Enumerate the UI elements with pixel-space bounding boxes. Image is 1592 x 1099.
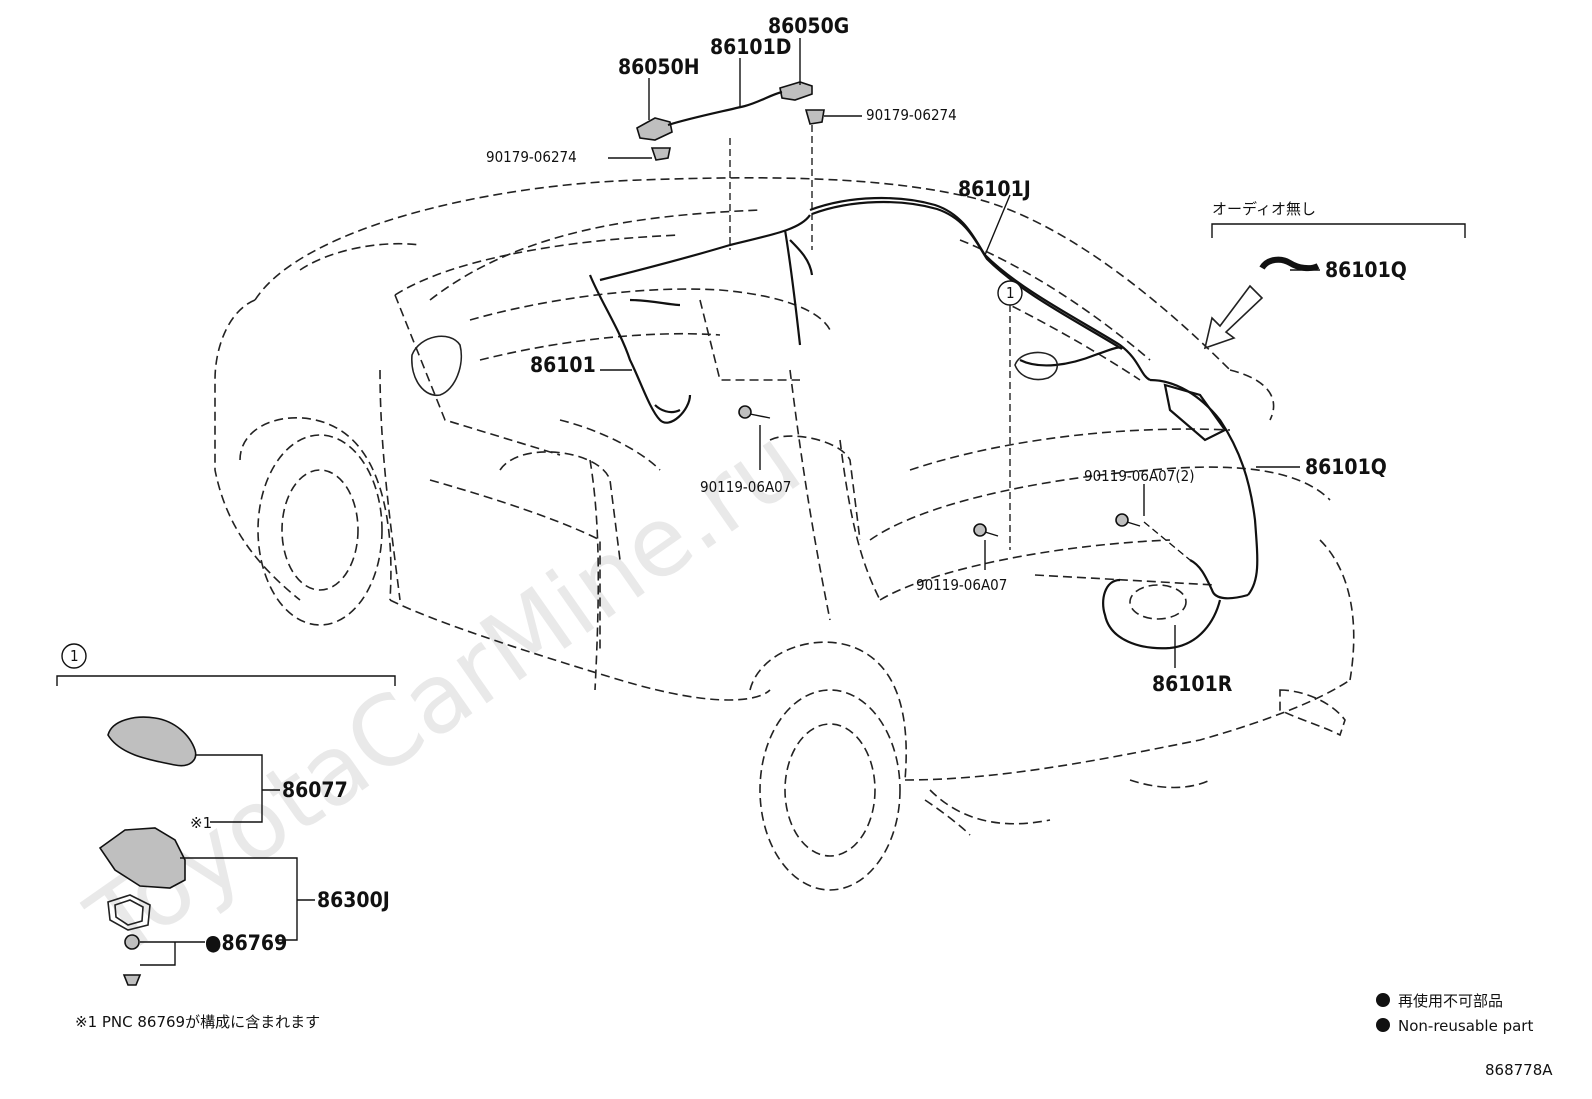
label-no-audio: オーディオ無し: [1212, 200, 1316, 218]
bracket-86050G: [779, 81, 813, 101]
non-reusable-dot-icon: [206, 936, 220, 950]
svg-text:1: 1: [70, 647, 79, 665]
legend: 再使用不可部品 Non-reusable part: [1376, 992, 1533, 1035]
bolt-90119-rear: [973, 523, 999, 537]
label-86769: ●86769: [205, 931, 287, 955]
bracket-86050H: [636, 117, 673, 141]
label-86101D: 86101D: [710, 35, 791, 59]
screw-icon: [122, 974, 142, 986]
antenna-body-86300J: [98, 827, 186, 889]
label-86101Q-right: 86101Q: [1305, 455, 1387, 479]
clip-90179-left: [650, 147, 671, 161]
label-90179-right: 90179-06274: [866, 106, 957, 124]
diagram-code: 868778A: [1485, 1061, 1553, 1079]
inset-antenna-assembly: [98, 716, 315, 986]
label-90179-left: 90179-06274: [486, 148, 577, 166]
legend-jp: 再使用不可部品: [1398, 992, 1503, 1010]
label-86050G: 86050G: [768, 14, 849, 38]
cable-86101D: [667, 90, 783, 127]
label-86101J: 86101J: [958, 177, 1031, 201]
callout-1: 1: [997, 280, 1023, 306]
label-90119-rear: 90119-06A07: [916, 576, 1007, 594]
legend-en: Non-reusable part: [1398, 1017, 1533, 1035]
arrow-icon: [1203, 284, 1264, 350]
callout-inset: 1: [61, 643, 87, 669]
label-86300J: 86300J: [317, 888, 390, 912]
gasket-icon: [107, 894, 151, 931]
label-90119-2: 90119-06A07(2): [1084, 467, 1194, 485]
label-86101: 86101: [530, 353, 596, 377]
footnote: ※1 PNC 86769が構成に含まれます: [75, 1013, 320, 1031]
clip-90179-right: [804, 109, 825, 125]
svg-text:1: 1: [1006, 284, 1015, 302]
nut-86769-icon: [124, 934, 140, 950]
label-86101Q-top: 86101Q: [1325, 258, 1407, 282]
bolt-90119-center: [738, 405, 771, 419]
vehicle-outline: [214, 177, 1355, 891]
bolt-90119-2: [1115, 513, 1141, 527]
legend-dot-icon-2: [1376, 1018, 1390, 1032]
label-86101R: 86101R: [1152, 672, 1233, 696]
legend-dot-icon: [1376, 993, 1390, 1007]
antenna-cover-86077: [107, 716, 197, 767]
note-mark: ※1: [190, 814, 212, 832]
roof-antenna-location: [1014, 351, 1059, 381]
label-90119-center: 90119-06A07: [700, 478, 791, 496]
cord-86101Q-no-audio: [1259, 256, 1320, 272]
label-86050H: 86050H: [618, 55, 700, 79]
leader-lines: [56, 38, 1466, 686]
label-86077: 86077: [282, 778, 348, 802]
